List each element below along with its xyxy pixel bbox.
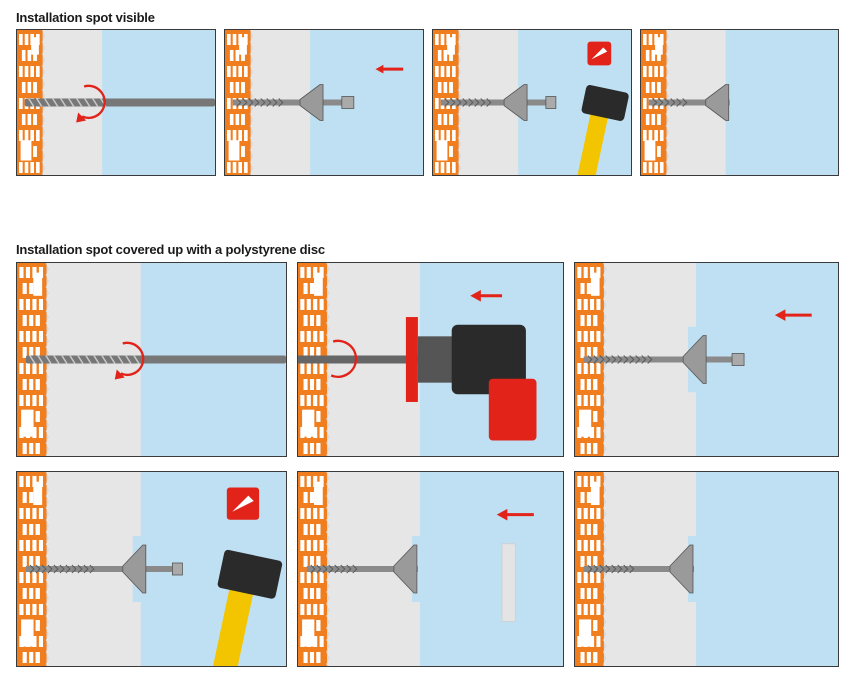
- counterbore-cutter: [405, 317, 418, 402]
- tool-group: [648, 84, 730, 121]
- polystyrene-disc: [501, 543, 516, 622]
- anchor-nail-head: [341, 96, 355, 109]
- hammer-head: [217, 549, 283, 599]
- tool-group: [25, 341, 286, 380]
- tool-group: [583, 544, 694, 594]
- covered-step-4-hammer-panel: [16, 471, 287, 667]
- hammer-head: [581, 85, 629, 121]
- drill-chuck: [417, 336, 455, 383]
- tool-group: [298, 290, 537, 441]
- covered-step-3-insert-panel: [574, 262, 839, 457]
- drill-handle: [488, 378, 537, 441]
- covered-step-5-disc-panel: [297, 471, 564, 667]
- drill-bit: [298, 355, 420, 364]
- heading-installation-visible: Installation spot visible: [16, 10, 155, 25]
- rotate-arrow-icon: [81, 84, 106, 120]
- hammer-handle: [574, 108, 610, 175]
- tool-group: [440, 41, 629, 175]
- anchor-nail-head: [731, 353, 745, 366]
- tool-group: [306, 508, 534, 622]
- covered-step-1-drill-panel: [16, 262, 287, 457]
- covered-step-2-counterbore-panel: [297, 262, 564, 457]
- covered-step-6-done-panel: [574, 471, 839, 667]
- drill-bit: [25, 355, 286, 364]
- rotate-arrow-icon: [330, 339, 358, 379]
- visible-step-2-insert-panel: [224, 29, 424, 176]
- tool-group: [583, 309, 812, 384]
- hammer-handle: [210, 574, 257, 666]
- visible-step-1-drill-panel: [16, 29, 216, 176]
- anchor-nail-head: [171, 562, 183, 576]
- rotate-arrow-icon: [120, 341, 145, 377]
- anchor-nail-head: [545, 96, 557, 109]
- visible-step-3-hammer-panel: [432, 29, 632, 176]
- tool-group: [24, 84, 215, 123]
- visible-step-4-done-panel: [640, 29, 839, 176]
- drill-icon: [451, 324, 526, 395]
- heading-installation-covered: Installation spot covered up with a poly…: [16, 242, 325, 257]
- tool-group: [232, 64, 404, 121]
- tool-group: [25, 487, 283, 666]
